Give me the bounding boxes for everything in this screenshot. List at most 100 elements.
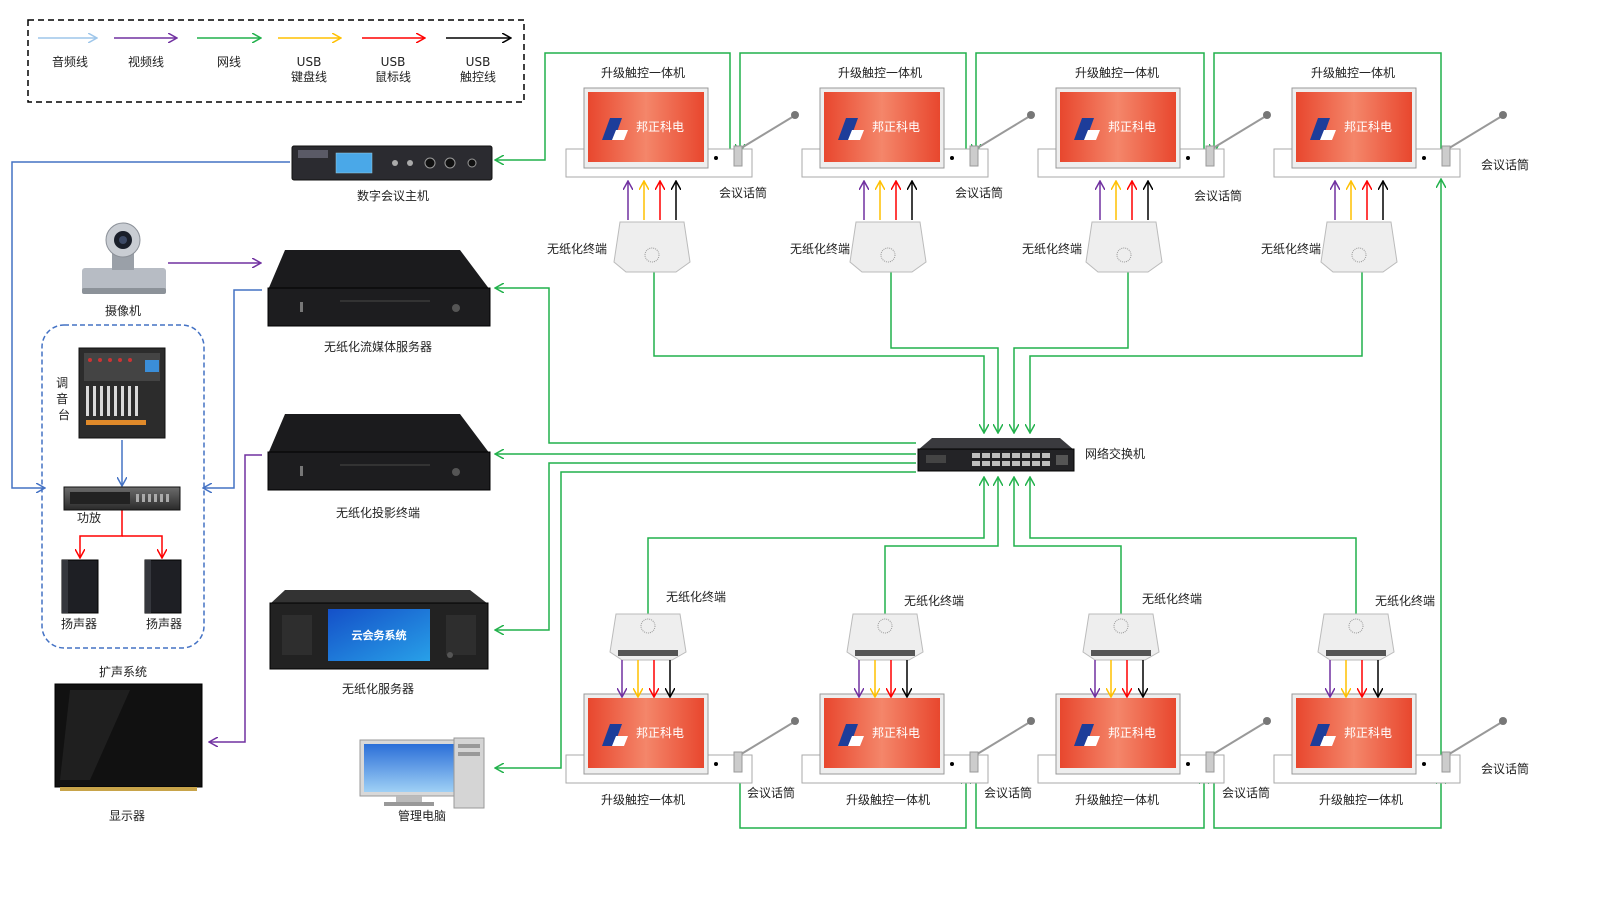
audio-line — [204, 289, 262, 488]
legend-label: USB — [297, 55, 322, 69]
microphone-stem — [737, 721, 795, 757]
touch-unit-label: 升级触控一体机 — [1311, 66, 1395, 80]
usb-lines-top — [628, 182, 1383, 220]
microphone-label: 会议话筒 — [1481, 761, 1529, 776]
lcd-display — [335, 152, 373, 174]
paperless-server-label: 无纸化服务器 — [342, 681, 414, 696]
microphone-icon — [1263, 717, 1271, 725]
legend-label: 视频线 — [128, 54, 164, 69]
network-line — [884, 478, 998, 614]
sound-system-group — [41, 324, 205, 649]
terminal-label: 无纸化终端 — [547, 241, 607, 256]
terminal-label: 无纸化终端 — [1022, 241, 1082, 256]
network-line — [1030, 478, 1357, 614]
legend-label: USB — [466, 55, 491, 69]
network-line — [1014, 478, 1122, 614]
microphone-label: 会议话筒 — [1222, 785, 1270, 800]
server-screen — [328, 609, 430, 661]
management-pc — [359, 737, 485, 809]
top-station: 邦正科电 — [1273, 87, 1507, 178]
top-station: 邦正科电 — [565, 87, 799, 178]
microphone-label: 会议话筒 — [1194, 188, 1242, 203]
mixer-char: 台 — [58, 407, 70, 422]
network-switch — [917, 438, 1075, 472]
brand-logo-text: 邦正科电 — [1344, 726, 1392, 740]
touch-unit-label: 升级触控一体机 — [846, 793, 930, 807]
top-terminal — [613, 221, 1398, 273]
terminal-label: 无纸化终端 — [1142, 591, 1202, 606]
legend: 音频线 视频线 网线 USB 键盘线 USB 鼠标线 USB 触控线 — [27, 19, 525, 103]
video-line — [210, 454, 262, 742]
mixer — [78, 347, 166, 439]
brand-logo-text: 邦正科电 — [1108, 726, 1156, 740]
touch-unit-label: 升级触控一体机 — [601, 793, 685, 807]
microphone-icon — [791, 717, 799, 725]
terminal-label: 无纸化终端 — [1261, 241, 1321, 256]
legend-label: USB — [381, 55, 406, 69]
microphone-label: 会议话筒 — [1481, 157, 1529, 172]
brand-logo-text: 邦正科电 — [872, 726, 920, 740]
touch-unit-label: 升级触控一体机 — [1075, 66, 1159, 80]
bottom-station: 邦正科电 — [1037, 693, 1271, 784]
display — [54, 683, 203, 791]
network-line — [976, 52, 1205, 160]
network-line — [1213, 770, 1441, 829]
legend-label-2: 触控线 — [460, 70, 496, 84]
network-line — [496, 462, 916, 630]
microphone-icon — [1499, 111, 1507, 119]
media-server-label: 无纸化流媒体服务器 — [324, 339, 432, 354]
microphone-icon — [1499, 717, 1507, 725]
network-switch-label: 网络交换机 — [1085, 446, 1145, 461]
terminal-label: 无纸化终端 — [904, 593, 964, 608]
bottom-terminal — [609, 613, 1395, 661]
amplifier-label: 功放 — [77, 510, 101, 525]
brand-logo-text: 邦正科电 — [872, 120, 920, 134]
microphone-icon — [1027, 717, 1035, 725]
microphone-stem — [737, 115, 795, 151]
legend-label-2: 鼠标线 — [375, 70, 411, 84]
microphone-label: 会议话筒 — [719, 185, 767, 200]
touch-unit-label: 升级触控一体机 — [601, 66, 685, 80]
conference-host-label: 数字会议主机 — [357, 188, 429, 203]
projection-terminal-label: 无纸化投影终端 — [336, 505, 420, 520]
speaker-line — [80, 510, 123, 557]
network-line — [975, 770, 1204, 829]
speaker-left — [61, 559, 99, 614]
touch-unit-label: 升级触控一体机 — [1319, 793, 1403, 807]
speaker-line — [122, 535, 162, 557]
legend-label: 网线 — [217, 55, 241, 69]
microphone-label: 会议话筒 — [747, 785, 795, 800]
paperless-server: 云会务系统 — [269, 590, 489, 670]
bottom-station: 邦正科电 — [1273, 693, 1507, 784]
bottom-station: 邦正科电 — [565, 693, 799, 784]
network-line — [496, 288, 916, 444]
microphone-label: 会议话筒 — [955, 185, 1003, 200]
top-station: 邦正科电 — [1037, 87, 1271, 178]
network-line — [1214, 52, 1442, 160]
network-line — [739, 770, 966, 829]
mixer-char: 音 — [56, 391, 68, 406]
audio-line — [11, 161, 290, 488]
management-pc-label: 管理电脑 — [398, 808, 446, 823]
microphone-stem — [973, 115, 1031, 151]
legend-label: 音频线 — [52, 54, 88, 69]
connection-lines — [11, 52, 1442, 829]
mixer-char: 调 — [56, 376, 68, 390]
top-station: 邦正科电 — [801, 87, 1035, 178]
server-screen-text: 云会务系统 — [352, 628, 407, 642]
microphone-stem — [1445, 115, 1503, 151]
display-label: 显示器 — [109, 809, 145, 823]
network-line — [1014, 272, 1129, 432]
projection-terminal — [267, 414, 491, 491]
terminal-label: 无纸化终端 — [1375, 593, 1435, 608]
microphone-stem — [1209, 721, 1267, 757]
network-line — [1030, 272, 1363, 432]
microphone-icon — [1027, 111, 1035, 119]
speaker-label: 扬声器 — [61, 616, 97, 631]
usb-lines-bottom — [622, 660, 1378, 696]
brand-logo-text: 邦正科电 — [1108, 120, 1156, 134]
network-line — [890, 272, 998, 432]
terminal-label: 无纸化终端 — [790, 241, 850, 256]
legend-frame — [27, 19, 525, 103]
camera-label: 摄像机 — [105, 303, 141, 318]
